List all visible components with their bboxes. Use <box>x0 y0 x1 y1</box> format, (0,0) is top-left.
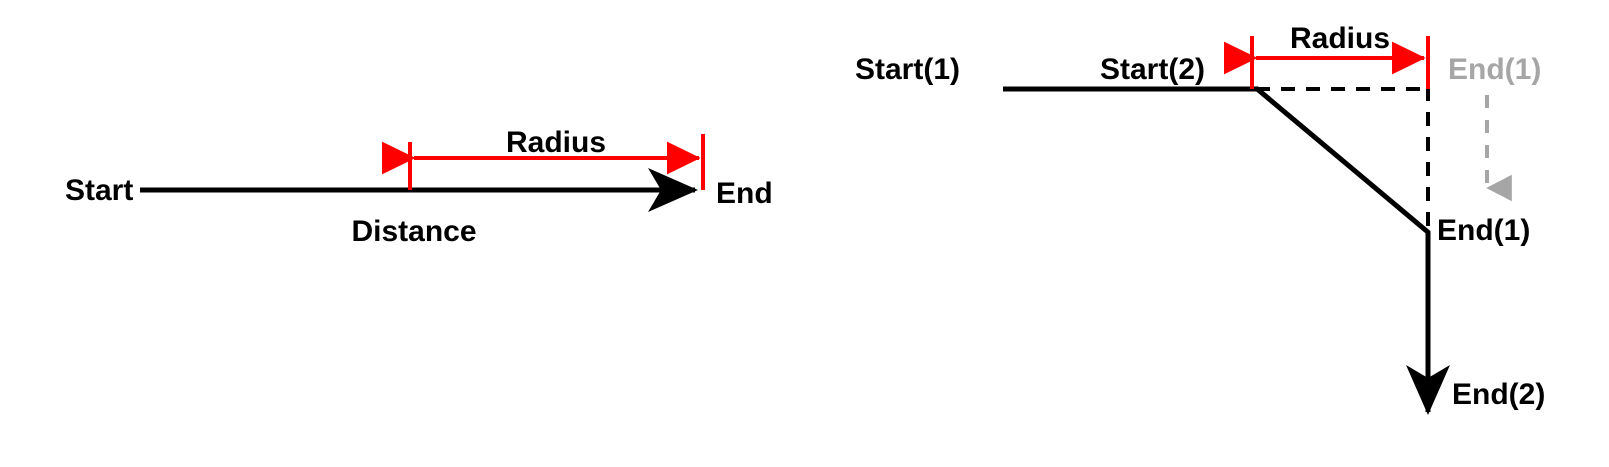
label-start-1: Start(1) <box>855 53 960 86</box>
corner-chamfer-diagonal <box>1254 86 1431 235</box>
label-radius: Radius <box>506 126 606 159</box>
label-end: End <box>716 177 773 210</box>
label-radius-2: Radius <box>1290 22 1390 55</box>
panel-single-segment: Start End Radius Distance <box>65 126 773 248</box>
label-start: Start <box>65 174 133 207</box>
panel-two-segment-corner: Start(1) Start(2) End(1) End(1) End(2) R… <box>855 22 1545 416</box>
label-distance: Distance <box>351 215 476 248</box>
label-end-1: End(1) <box>1437 214 1530 247</box>
label-end-2: End(2) <box>1452 378 1545 411</box>
label-start-2: Start(2) <box>1100 53 1205 86</box>
label-end-1-ghost: End(1) <box>1448 53 1541 86</box>
